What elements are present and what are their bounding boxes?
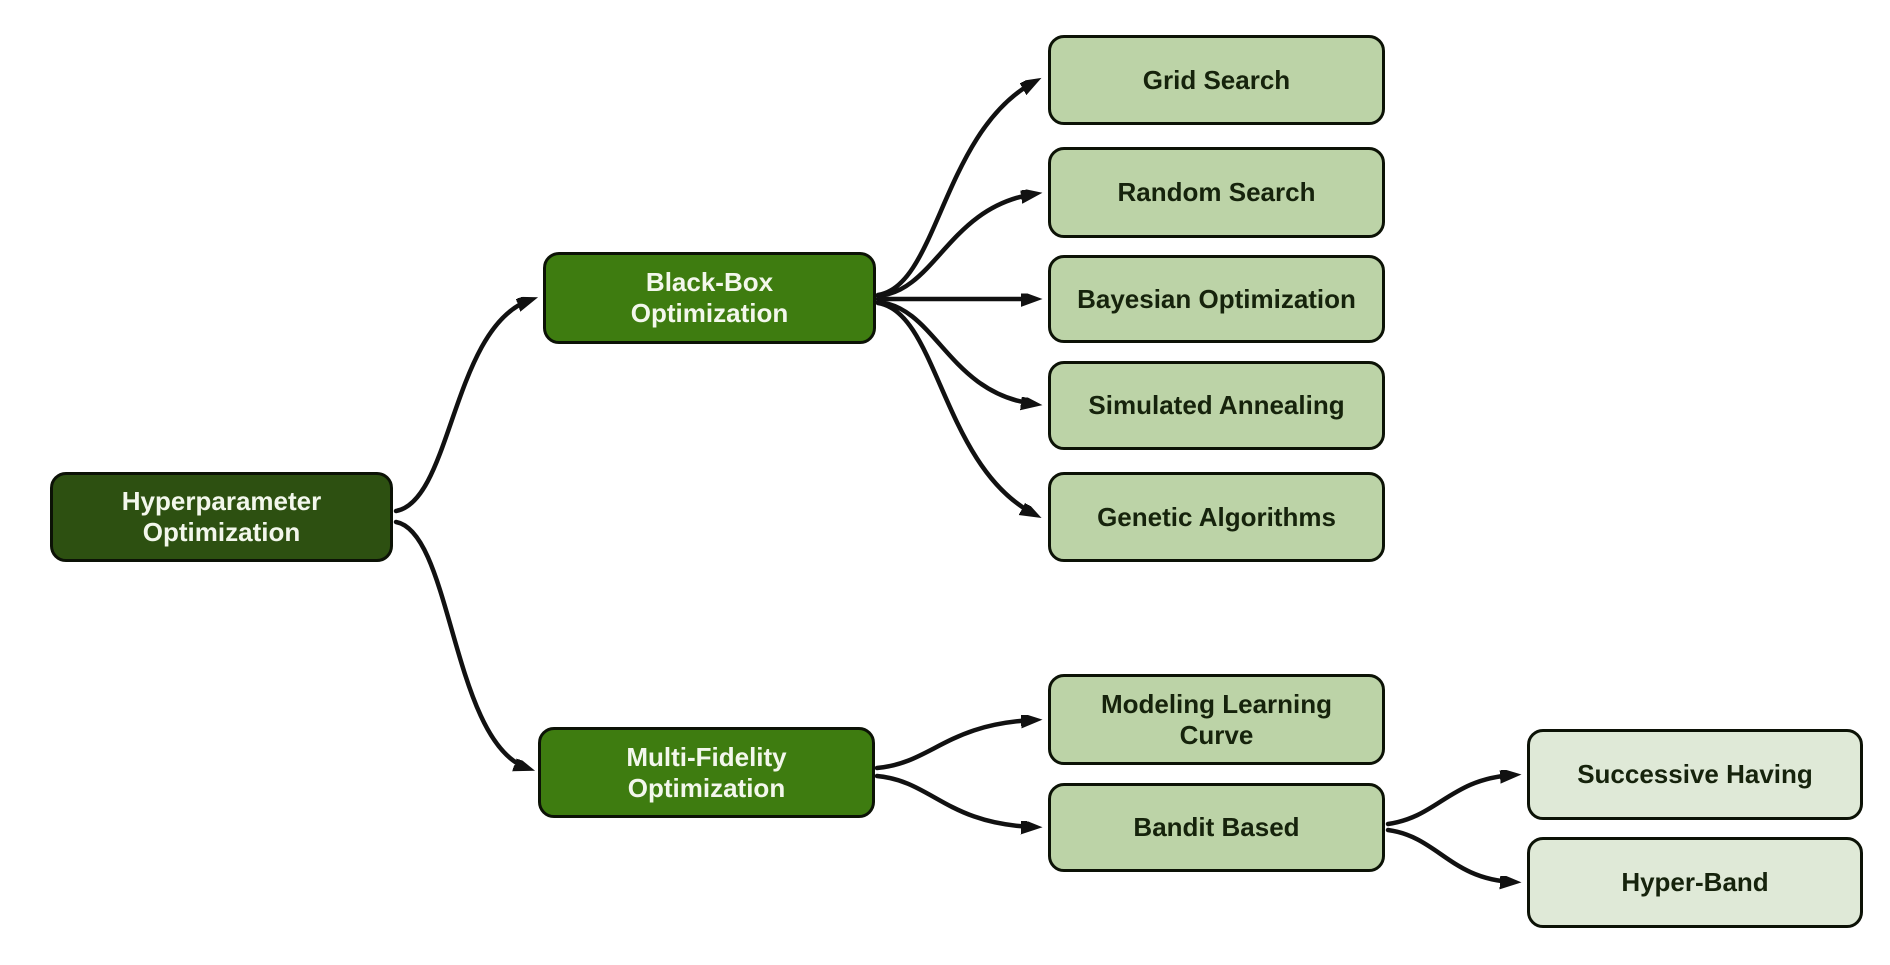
edge-bandit-to-hyper-band — [1385, 827, 1513, 882]
node-label: Successive Having — [1577, 759, 1813, 790]
node-black-box-optimization: Black-Box Optimization — [543, 252, 876, 344]
edge-multifidelity-to-modeling-curve — [874, 720, 1034, 771]
edge-blackbox-to-simulated-annealing — [875, 299, 1034, 404]
node-genetic-algorithms: Genetic Algorithms — [1048, 472, 1385, 562]
edge-bandit-to-successive-having — [1385, 775, 1513, 827]
edge-blackbox-to-grid-search — [875, 82, 1034, 298]
node-label: Hyperparameter Optimization — [121, 486, 322, 547]
edge-multifidelity-to-bandit-based — [874, 773, 1034, 827]
node-label: Bandit Based — [1133, 812, 1300, 843]
node-multi-fidelity-optimization: Multi-Fidelity Optimization — [538, 727, 875, 818]
node-label: Bayesian Optimization — [1077, 283, 1356, 314]
node-simulated-annealing: Simulated Annealing — [1048, 361, 1385, 450]
node-random-search: Random Search — [1048, 147, 1385, 238]
node-grid-search: Grid Search — [1048, 35, 1385, 125]
node-bandit-based: Bandit Based — [1048, 783, 1385, 872]
node-bayesian-optimization: Bayesian Optimization — [1048, 255, 1385, 343]
node-label: Black-Box Optimization — [630, 267, 789, 328]
node-label: Genetic Algorithms — [1097, 501, 1336, 532]
node-hyperparameter-optimization: Hyperparameter Optimization — [50, 472, 393, 562]
node-successive-having: Successive Having — [1527, 729, 1863, 820]
node-label: Modeling Learning Curve — [1100, 688, 1333, 750]
node-label: Simulated Annealing — [1088, 390, 1345, 421]
edge-blackbox-to-random-search — [875, 194, 1034, 299]
node-label: Multi-Fidelity Optimization — [626, 741, 787, 803]
node-label: Grid Search — [1142, 64, 1291, 95]
edge-root-to-multifidelity — [393, 519, 527, 768]
edge-root-to-blackbox — [393, 300, 530, 514]
node-modeling-learning-curve: Modeling Learning Curve — [1048, 674, 1385, 765]
edge-blackbox-to-genetic-algorithms — [875, 300, 1034, 514]
node-hyper-band: Hyper-Band — [1527, 837, 1863, 928]
node-label: Hyper-Band — [1621, 867, 1769, 898]
node-label: Random Search — [1117, 177, 1316, 208]
